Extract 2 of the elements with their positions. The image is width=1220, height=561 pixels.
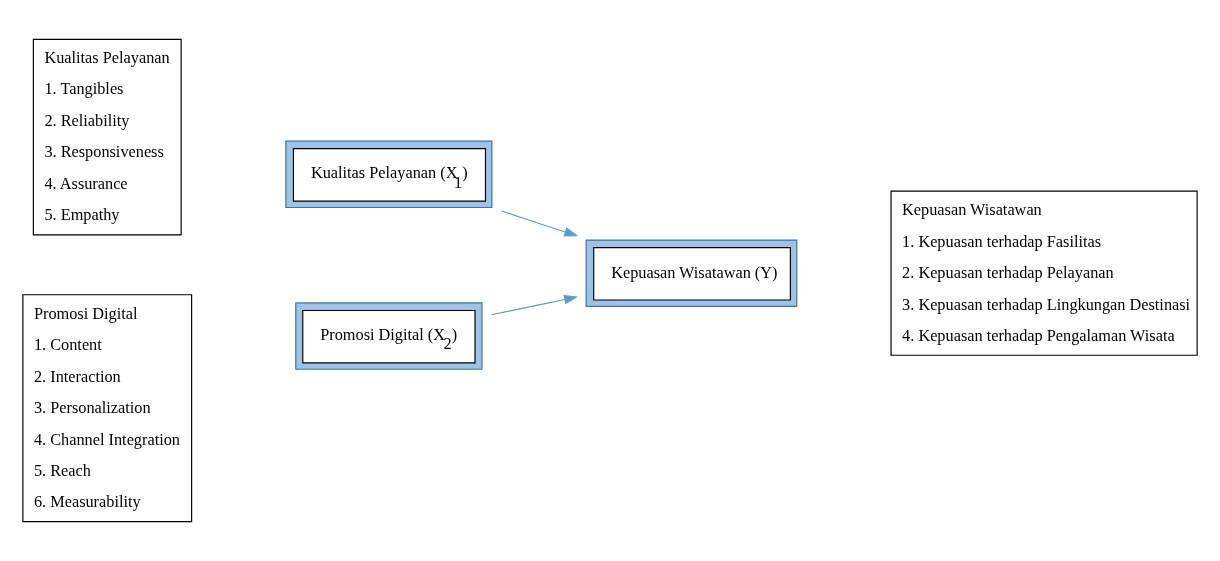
arrow bbox=[500, 210, 579, 237]
arrow bbox=[491, 294, 579, 316]
